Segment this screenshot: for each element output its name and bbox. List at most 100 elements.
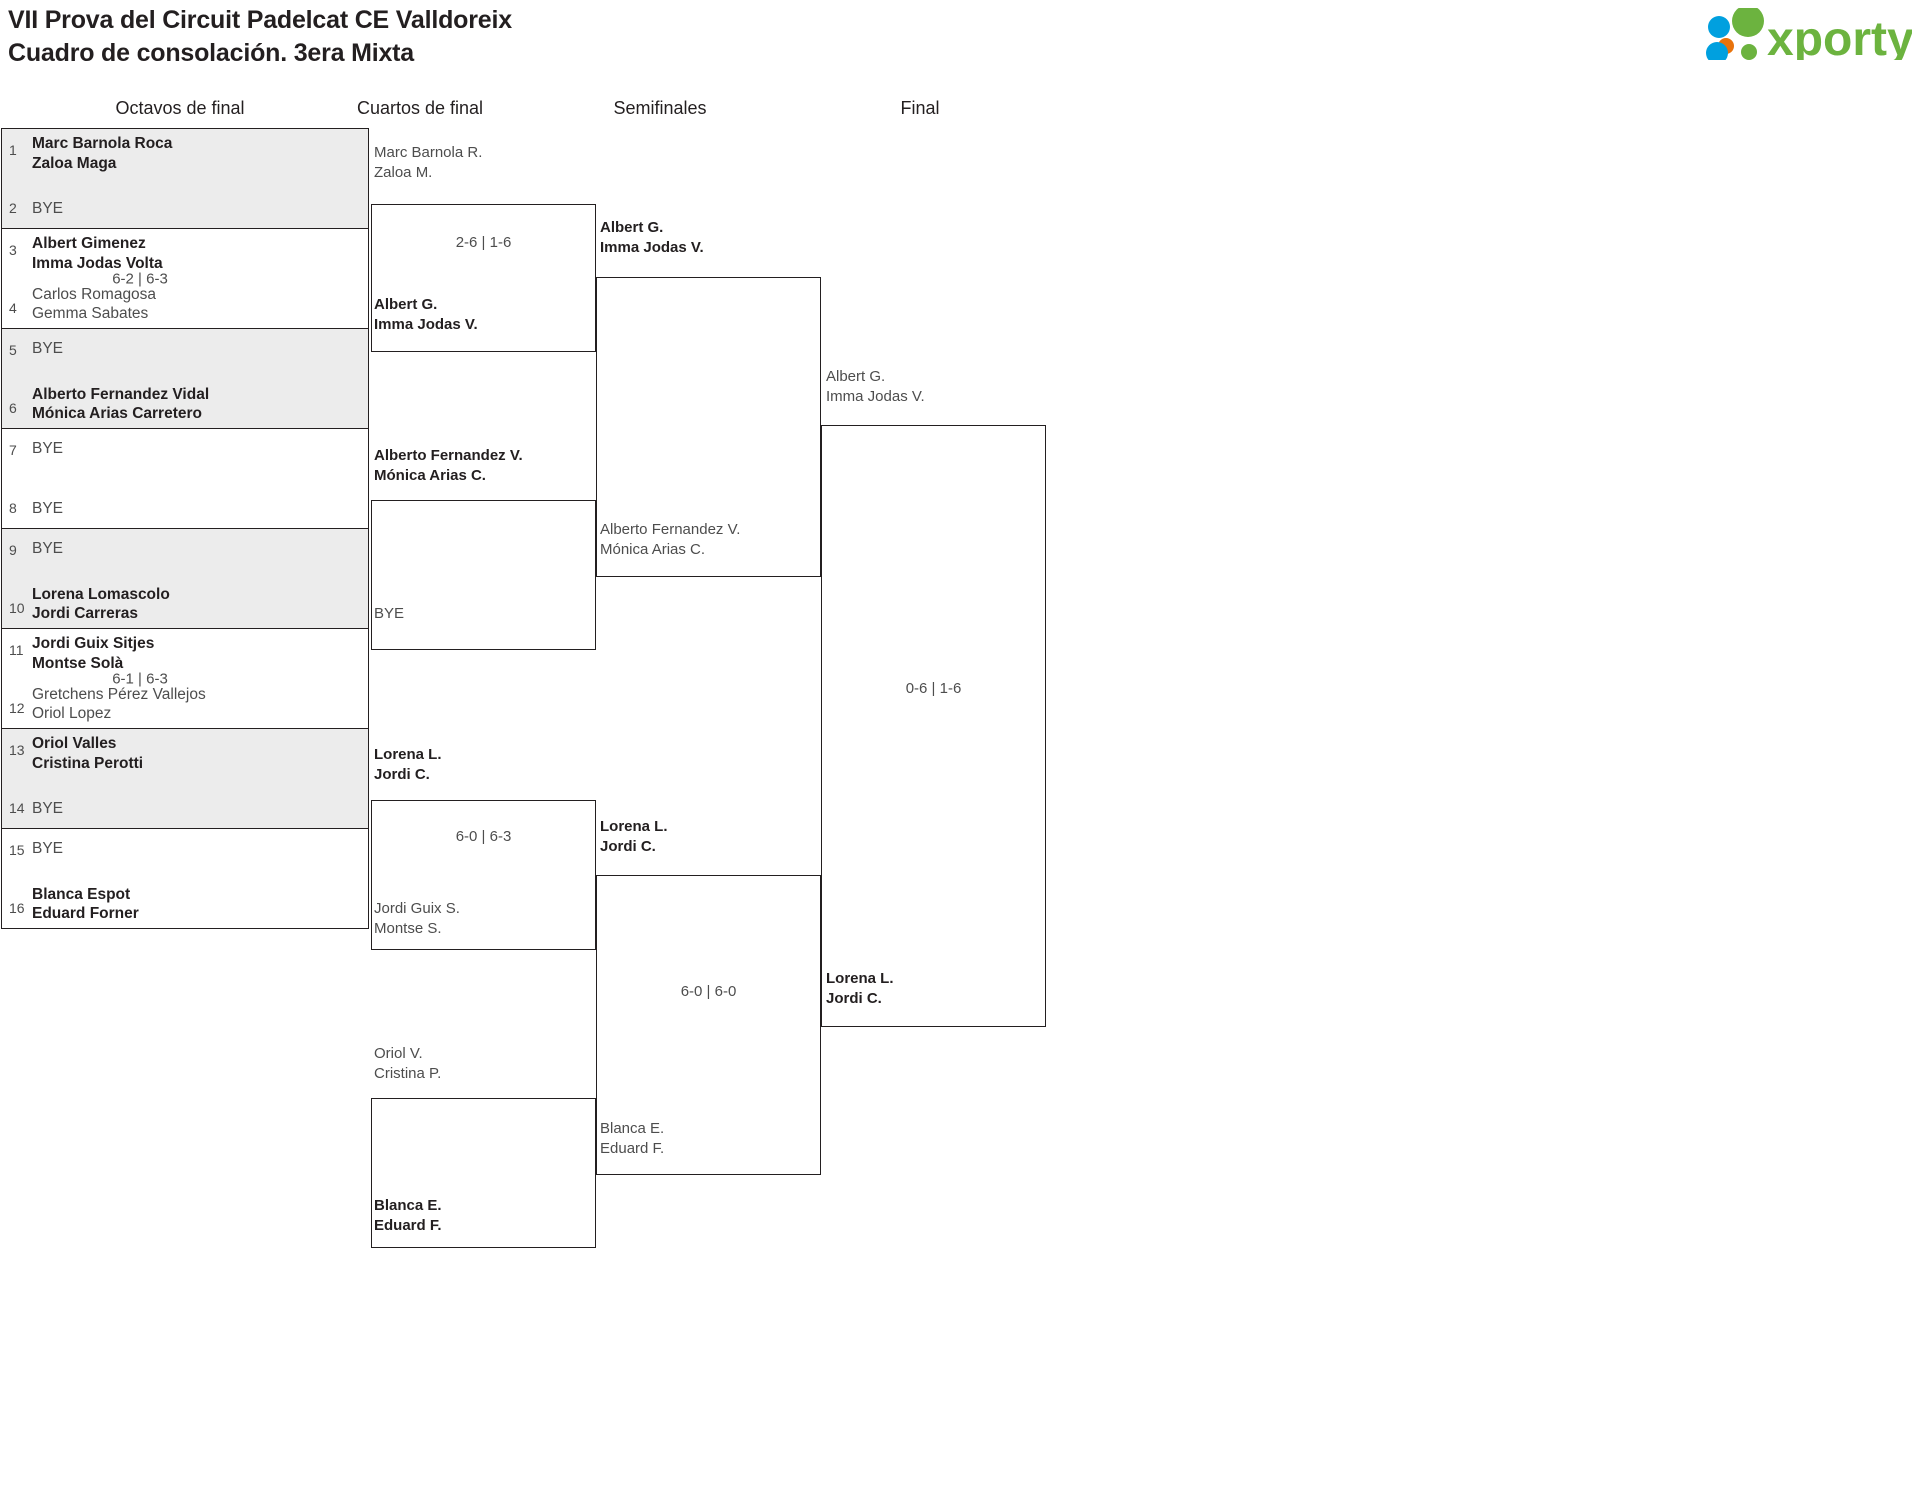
sf1-bottom-team: Alberto Fernandez V. Mónica Arias C. xyxy=(600,520,740,559)
r1-match-6[interactable]: 11 Jordi Guix Sitjes Montse Solà 12 Gret… xyxy=(2,629,368,729)
player-name: BYE xyxy=(374,605,405,622)
player-name: Eduard F. xyxy=(600,1139,665,1157)
player-name: BYE xyxy=(32,500,64,518)
player-name: Mónica Arias Carretero xyxy=(32,405,202,423)
qf1-bottom-team: Albert G. Imma Jodas V. xyxy=(374,295,478,334)
player-name: Lorena L. xyxy=(600,818,668,835)
player-name: Blanca E. xyxy=(600,1120,665,1137)
player-name: BYE xyxy=(32,440,64,457)
player-name: Zaloa M. xyxy=(374,163,433,181)
qf1-score: 2-6 | 1-6 xyxy=(455,234,512,251)
player-name: Oriol Lopez xyxy=(32,705,112,723)
sf2-top-team: Lorena L. Jordi C. xyxy=(600,817,668,856)
player-name: Jordi Guix S. xyxy=(374,900,460,917)
seed-number: 12 xyxy=(9,700,25,716)
player-name: Imma Jodas V. xyxy=(826,387,925,405)
player-name: Zaloa Maga xyxy=(32,154,117,172)
seed-number: 7 xyxy=(9,442,17,458)
final-score: 0-6 | 1-6 xyxy=(905,680,962,697)
r1-m7-bottom-slot[interactable]: 14 BYE xyxy=(2,779,368,829)
player-name: Marc Barnola R. xyxy=(374,144,483,161)
r1-match-2[interactable]: 3 Albert Gimenez Imma Jodas Volta 4 Carl… xyxy=(2,229,368,329)
player-name: Alberto Fernandez Vidal xyxy=(32,385,210,403)
r1-match-3[interactable]: 5 BYE 6 Alberto Fernandez Vidal Mónica A… xyxy=(2,329,368,429)
player-name: Eduard Forner xyxy=(32,905,139,923)
player-name: Imma Jodas V. xyxy=(374,315,478,333)
seed-number: 14 xyxy=(9,800,25,816)
r1-m4-bottom-slot[interactable]: 8 BYE xyxy=(2,479,368,529)
player-name: Jordi Guix Sitjes xyxy=(32,635,155,652)
sf1-box[interactable] xyxy=(596,277,821,577)
r1-match-4[interactable]: 7 BYE 8 BYE xyxy=(2,429,368,529)
seed-number: 10 xyxy=(9,600,25,616)
logo-dot-blue-top xyxy=(1708,16,1730,38)
tournament-subtitle: Cuadro de consolación. 3era Mixta xyxy=(8,39,415,67)
player-name: Montse S. xyxy=(374,919,442,937)
r1-m5-top-slot[interactable]: 9 BYE xyxy=(2,529,368,579)
player-name: Albert G. xyxy=(826,368,886,385)
round-header-octavos: Octavos de final xyxy=(115,98,245,118)
r1-m3-top-slot[interactable]: 5 BYE xyxy=(2,329,368,379)
player-name: BYE xyxy=(32,840,64,857)
seed-number: 3 xyxy=(9,242,17,258)
r1-m1-bottom-slot[interactable]: 2 BYE xyxy=(2,179,368,229)
qf3-score: 6-0 | 6-3 xyxy=(455,828,512,845)
player-name: Mónica Arias C. xyxy=(374,466,486,484)
r1-m6-bottom-slot[interactable]: 12 Gretchens Pérez Vallejos Oriol Lopez xyxy=(2,679,368,729)
player-name: Blanca Espot xyxy=(32,885,131,903)
sf2-box[interactable] xyxy=(596,875,821,1175)
qf2-box[interactable] xyxy=(371,500,596,650)
r1-m8-bottom-slot[interactable]: 16 Blanca Espot Eduard Forner xyxy=(2,879,368,929)
round1-column: 1 Marc Barnola Roca Zaloa Maga 2 BYE 3 A… xyxy=(1,128,369,929)
r1-m6-top-slot[interactable]: 11 Jordi Guix Sitjes Montse Solà xyxy=(2,629,368,679)
seed-number: 8 xyxy=(9,500,17,516)
r1-m7-top-slot[interactable]: 13 Oriol Valles Cristina Perotti xyxy=(2,729,368,779)
round-header-cuartos: Cuartos de final xyxy=(356,98,484,118)
seed-number: 5 xyxy=(9,342,17,358)
player-name: Lorena L. xyxy=(826,970,894,987)
seed-number: 16 xyxy=(9,900,25,916)
r1-match-5[interactable]: 9 BYE 10 Lorena Lomascolo Jordi Carreras xyxy=(2,529,368,629)
r1-m1-top-slot[interactable]: 1 Marc Barnola Roca Zaloa Maga xyxy=(2,129,368,179)
r1-match-8[interactable]: 15 BYE 16 Blanca Espot Eduard Forner xyxy=(2,829,368,929)
seed-number: 6 xyxy=(9,400,17,416)
qf2-bottom-team: BYE xyxy=(374,604,404,624)
seed-number: 11 xyxy=(9,642,24,658)
player-name: BYE xyxy=(32,340,64,357)
qf1-box[interactable] xyxy=(371,204,596,352)
round-header-final: Final xyxy=(900,98,940,118)
player-name: Jordi C. xyxy=(600,837,656,855)
r1-m2-top-slot[interactable]: 3 Albert Gimenez Imma Jodas Volta xyxy=(2,229,368,279)
sf2-bottom-team: Blanca E. Eduard F. xyxy=(600,1119,664,1158)
round-header-semifinales: Semifinales xyxy=(613,98,707,118)
qf4-bottom-team: Blanca E. Eduard F. xyxy=(374,1196,442,1235)
player-name: Marc Barnola Roca xyxy=(32,135,173,152)
r1-m5-bottom-slot[interactable]: 10 Lorena Lomascolo Jordi Carreras xyxy=(2,579,368,629)
seed-number: 4 xyxy=(9,300,17,316)
player-name: Jordi Carreras xyxy=(32,605,138,623)
r1-match-7[interactable]: 13 Oriol Valles Cristina Perotti 14 BYE xyxy=(2,729,368,829)
qf3-bottom-team: Jordi Guix S. Montse S. xyxy=(374,899,460,938)
seed-number: 1 xyxy=(9,142,17,158)
player-name: Gemma Sabates xyxy=(32,305,149,323)
r1-m2-bottom-slot[interactable]: 4 Carlos Romagosa Gemma Sabates xyxy=(2,279,368,329)
qf4-box[interactable] xyxy=(371,1098,596,1248)
qf3-top-team: Lorena L. Jordi C. xyxy=(374,745,442,784)
r1-m8-top-slot[interactable]: 15 BYE xyxy=(2,829,368,879)
player-name: Lorena Lomascolo xyxy=(32,585,170,603)
qf2-top-team: Alberto Fernandez V. Mónica Arias C. xyxy=(374,446,523,485)
r1-m4-top-slot[interactable]: 7 BYE xyxy=(2,429,368,479)
sf1-top-team: Albert G. Imma Jodas V. xyxy=(600,218,704,257)
player-name: Oriol Valles xyxy=(32,735,117,752)
player-name: Jordi C. xyxy=(374,765,430,783)
player-name: Cristina Perotti xyxy=(32,754,144,772)
qf3-box[interactable] xyxy=(371,800,596,950)
xporty-logo-svg: xporty xyxy=(1706,5,1914,66)
sf2-score: 6-0 | 6-0 xyxy=(680,983,737,1000)
r1-match-1[interactable]: 1 Marc Barnola Roca Zaloa Maga 2 BYE xyxy=(2,129,368,229)
r1-m3-bottom-slot[interactable]: 6 Alberto Fernandez Vidal Mónica Arias C… xyxy=(2,379,368,429)
seed-number: 2 xyxy=(9,200,17,216)
xporty-logo: xporty xyxy=(1697,5,1914,66)
final-box[interactable] xyxy=(821,425,1046,1027)
player-name: Gretchens Pérez Vallejos xyxy=(32,685,206,703)
